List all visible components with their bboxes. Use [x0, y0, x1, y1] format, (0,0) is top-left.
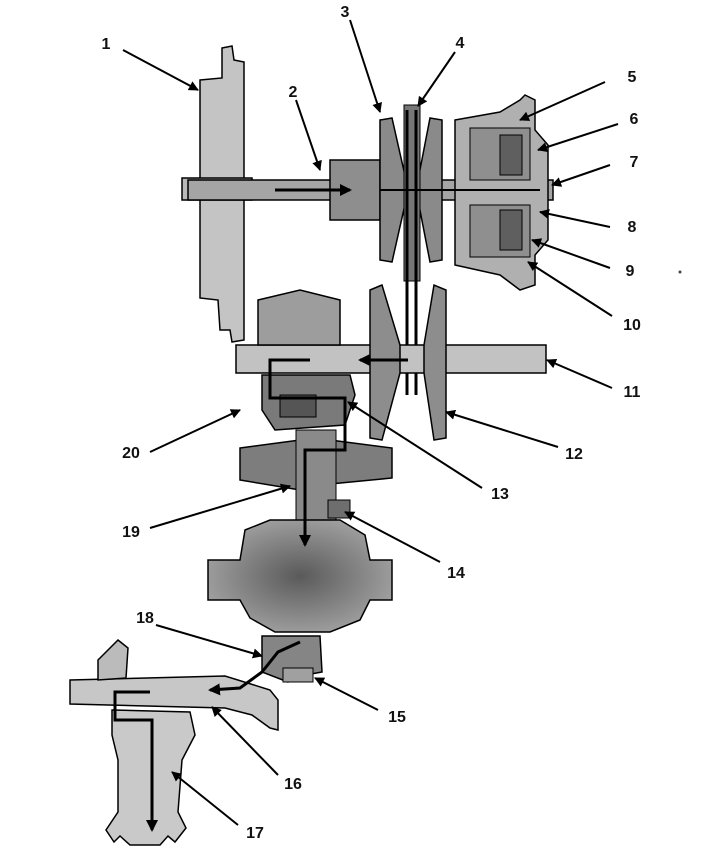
- leader-13: [347, 401, 483, 489]
- leader-6: [537, 123, 619, 152]
- callout-1: 1: [102, 36, 111, 53]
- callout-9: 9: [626, 263, 635, 280]
- callout-3: 3: [341, 4, 350, 21]
- differential-housing: [207, 519, 393, 633]
- callout-14: 14: [447, 565, 465, 582]
- leader-1: [122, 49, 199, 91]
- callout-2: 2: [289, 84, 298, 101]
- leader-8: [539, 208, 611, 228]
- leader-17: [171, 771, 239, 826]
- callout-19: 19: [122, 524, 140, 541]
- callout-4: 4: [456, 35, 465, 52]
- final-drive-gear: [261, 635, 323, 683]
- callout-20: 20: [122, 445, 140, 462]
- callout-18: 18: [136, 610, 154, 627]
- leader-12: [445, 409, 559, 448]
- power-flow-arrows: [113, 184, 540, 832]
- leader-14: [344, 511, 441, 563]
- callout-labels: 1 2 3 4 5 6 7 8 9 10 11 12 13 14 15 16 1…: [102, 4, 641, 842]
- leader-20: [149, 409, 241, 453]
- callout-6: 6: [630, 111, 639, 128]
- callout-leaders: [122, 19, 619, 826]
- start-clutch: [261, 374, 356, 431]
- callout-15: 15: [388, 709, 406, 726]
- leader-11: [546, 358, 613, 389]
- input-clutch-assembly: [454, 94, 549, 291]
- driven-pulley: [369, 283, 447, 441]
- leader-4: [417, 51, 456, 107]
- leader-7: [551, 164, 611, 187]
- stray-speck: [678, 270, 682, 274]
- callout-8: 8: [628, 219, 637, 236]
- callout-17: 17: [246, 825, 264, 842]
- leader-18: [155, 624, 263, 659]
- leader-10: [527, 261, 613, 317]
- callout-7: 7: [630, 154, 639, 171]
- callout-13: 13: [491, 486, 509, 503]
- leader-2: [295, 99, 322, 171]
- callout-5: 5: [628, 69, 637, 86]
- callout-11: 11: [624, 384, 641, 401]
- leader-9: [531, 238, 611, 269]
- leader-3: [349, 19, 382, 113]
- leader-19: [149, 483, 291, 529]
- callout-16: 16: [284, 776, 302, 793]
- drive-pulley: [379, 104, 443, 282]
- secondary-drive-gear: [239, 429, 393, 521]
- leader-15: [314, 677, 379, 711]
- callout-12: 12: [565, 446, 583, 463]
- leader-16: [211, 706, 279, 776]
- leader-5: [519, 81, 606, 121]
- callout-10: 10: [623, 317, 641, 334]
